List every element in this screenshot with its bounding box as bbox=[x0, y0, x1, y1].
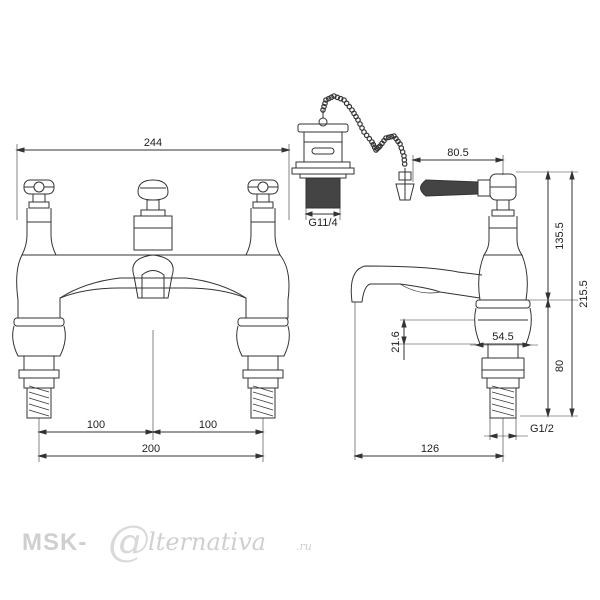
dim-spout-projection: 126 bbox=[421, 443, 439, 455]
chain-bead bbox=[363, 132, 370, 139]
dim-spout-height: 21.6 bbox=[390, 331, 402, 352]
watermark-suffix: .ru bbox=[296, 540, 312, 553]
plug-chain bbox=[320, 93, 408, 167]
chain-bead bbox=[370, 141, 377, 148]
chain-bead bbox=[385, 134, 392, 141]
bridge-body bbox=[16, 254, 290, 319]
dim-right-spacing: 100 bbox=[199, 419, 217, 431]
waste-plug bbox=[291, 110, 355, 220]
chain-bead bbox=[401, 161, 408, 167]
chain-bead bbox=[322, 100, 328, 107]
chain-bead bbox=[325, 95, 332, 102]
chain-bead bbox=[383, 135, 389, 141]
chain-bead bbox=[320, 107, 326, 113]
centre-cap bbox=[133, 179, 173, 251]
side-view bbox=[350, 155, 578, 462]
dim-total-height: 215.5 bbox=[578, 280, 590, 308]
chain-bead bbox=[388, 133, 395, 140]
left-handle bbox=[21, 179, 57, 256]
dim-left-spacing: 100 bbox=[87, 419, 105, 431]
dim-handle-reach: 80.5 bbox=[447, 147, 468, 159]
watermark-brand: MSK- bbox=[22, 529, 87, 556]
chain-bead bbox=[361, 129, 367, 135]
chain-bead bbox=[366, 135, 373, 142]
dim-overall-width: 244 bbox=[144, 137, 162, 149]
dim-waste-thread: G11/4 bbox=[308, 217, 337, 229]
chain-bead bbox=[323, 97, 329, 103]
chain-bead bbox=[321, 103, 327, 110]
dim-tap-centres: 200 bbox=[142, 443, 160, 455]
chain-bead bbox=[369, 139, 375, 145]
chain-bead bbox=[375, 144, 382, 151]
watermark-word: lternativa bbox=[148, 528, 266, 556]
chain-bead bbox=[341, 97, 347, 103]
watermark: MSK- @ lternativa .ru bbox=[22, 516, 312, 565]
chain-stay bbox=[395, 168, 415, 201]
front-view bbox=[12, 144, 291, 462]
chain-bead bbox=[328, 94, 335, 101]
dim-inlet-thread: G1/2 bbox=[530, 423, 554, 435]
dim-upper-height: 135.5 bbox=[554, 222, 566, 250]
dim-base-diameter: 54.5 bbox=[492, 331, 513, 343]
dim-lower-height: 80 bbox=[554, 360, 566, 372]
chain-bead bbox=[343, 100, 350, 107]
watermark-at-icon: @ bbox=[108, 516, 150, 565]
chain-bead bbox=[346, 103, 353, 110]
